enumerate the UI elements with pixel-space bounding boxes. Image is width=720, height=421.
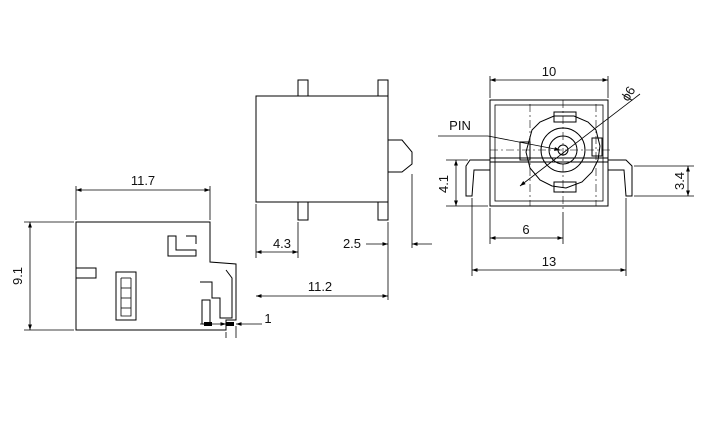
end-left-leg bbox=[465, 159, 490, 197]
end-view: 10 ϕ6 PIN 4.1 3.4 6 13 bbox=[436, 64, 694, 276]
front-view: 11.7 9.1 1 bbox=[10, 173, 272, 338]
end-right-height-label: 3.4 bbox=[672, 172, 687, 190]
end-overall-width-label: 13 bbox=[542, 254, 556, 269]
end-body-outline bbox=[489, 99, 609, 207]
end-jack-face bbox=[519, 111, 603, 193]
front-body-outline bbox=[75, 221, 237, 331]
front-height-label: 9.1 bbox=[10, 267, 25, 285]
end-diameter-label: ϕ6 bbox=[618, 83, 638, 103]
side-top-pin-left bbox=[297, 79, 309, 97]
front-hook bbox=[167, 235, 197, 257]
side-length-label: 11.2 bbox=[308, 279, 332, 294]
side-body-outline bbox=[255, 95, 389, 203]
front-right-pin bbox=[200, 269, 233, 319]
side-view: 4.3 2.5 11.2 bbox=[255, 79, 432, 300]
side-bottom-pin-right bbox=[377, 201, 389, 221]
end-top-width-label: 10 bbox=[542, 64, 556, 79]
end-inner-width-label: 6 bbox=[522, 222, 529, 237]
side-tab-label: 2.5 bbox=[343, 236, 361, 251]
front-spring-contact bbox=[115, 271, 137, 321]
side-offset-label: 4.3 bbox=[273, 236, 291, 251]
side-tab bbox=[387, 139, 413, 173]
side-top-pin-right bbox=[377, 79, 389, 97]
front-left-slot bbox=[76, 267, 97, 279]
end-pin-callout: PIN bbox=[449, 118, 471, 133]
end-right-leg bbox=[608, 159, 633, 197]
front-width-label: 11.7 bbox=[131, 173, 155, 188]
side-bottom-pin-left bbox=[297, 201, 309, 221]
end-left-height-label: 4.1 bbox=[436, 175, 451, 193]
front-pin-label: 1 bbox=[264, 311, 271, 326]
